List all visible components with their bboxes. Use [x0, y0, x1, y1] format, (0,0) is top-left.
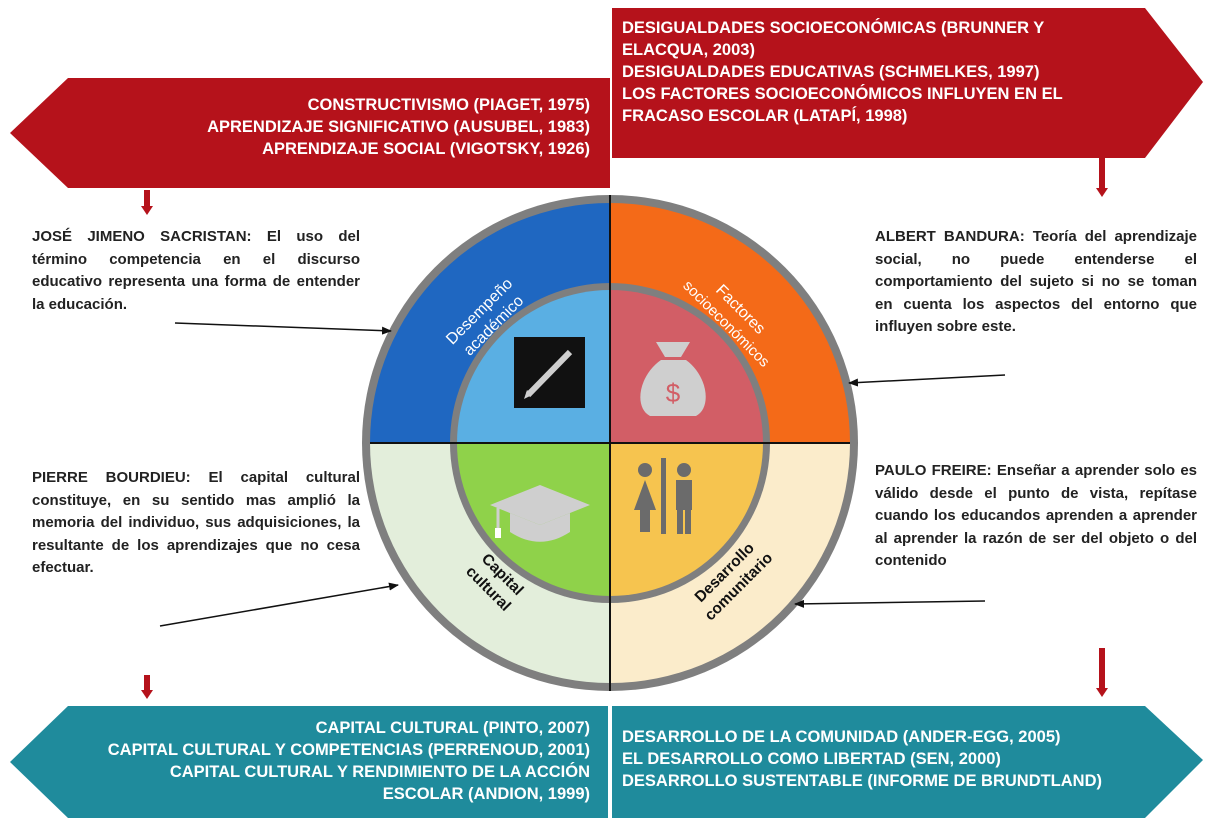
quote-bottom-right: PAULO FREIRE: Enseñar a aprender solo es… — [875, 460, 1197, 573]
central-wheel — [362, 195, 858, 691]
quote-author: PIERRE BOURDIEU: — [32, 469, 191, 486]
quote-text: El uso del término competencia en el dis… — [32, 228, 360, 313]
quote-bottom-left: PIERRE BOURDIEU: El capital cultural con… — [32, 467, 360, 580]
banner-line: DESIGUALDADES EDUCATIVAS (SCHMELKES, 199… — [622, 63, 1040, 81]
quote-top-right: ALBERT BANDURA: Teoría del aprendizaje s… — [875, 226, 1197, 339]
quote-text: Teoría del aprendizaje social, no puede … — [875, 228, 1197, 335]
banner-line: CONSTRUCTIVISMO (PIAGET, 1975) — [307, 96, 590, 114]
banner-line: ELACQUA, 2003) — [622, 41, 755, 59]
quote-author: JOSÉ JIMENO SACRISTAN: — [32, 228, 252, 245]
graduation-cap-icon — [490, 485, 590, 542]
quote-text: El capital cultural constituye, en su se… — [32, 469, 361, 576]
banner-line: DESARROLLO DE LA COMUNIDAD (ANDER-EGG, 2… — [622, 728, 1061, 746]
banner-line: CAPITAL CULTURAL (PINTO, 2007) — [315, 719, 590, 737]
pointer-arrow-top-left — [174, 322, 392, 335]
banner-line: CAPITAL CULTURAL Y COMPETENCIAS (PERRENO… — [107, 741, 590, 759]
banner-bottom-left: CAPITAL CULTURAL (PINTO, 2007) CAPITAL C… — [90, 717, 590, 805]
banner-bottom-right: DESARROLLO DE LA COMUNIDAD (ANDER-EGG, 2… — [622, 726, 1152, 792]
quote-text: Enseñar a aprender solo es válido desde … — [875, 462, 1198, 569]
arrow-down-bottom-right — [1096, 648, 1108, 697]
banner-line: FRACASO ESCOLAR (LATAPÍ, 1998) — [622, 107, 908, 125]
banner-top-right-shape — [612, 8, 1203, 158]
banner-top-right: DESIGUALDADES SOCIOECONÓMICAS (BRUNNER Y… — [622, 17, 1142, 127]
pencil-icon — [514, 337, 585, 408]
money-bag-icon — [640, 342, 706, 416]
arrow-down-top-left — [141, 190, 153, 215]
pointer-arrow-top-right — [848, 374, 1006, 387]
arrow-down-top-right — [1096, 158, 1108, 197]
banner-top-left: CONSTRUCTIVISMO (PIAGET, 1975) APRENDIZA… — [150, 94, 590, 160]
banner-bottom-left-shape — [10, 706, 608, 818]
banner-line: APRENDIZAJE SOCIAL (VIGOTSKY, 1926) — [262, 140, 590, 158]
banner-top-left-shape — [10, 78, 610, 188]
quote-author: ALBERT BANDURA: — [875, 228, 1025, 245]
banner-line: APRENDIZAJE SIGNIFICATIVO (AUSUBEL, 1983… — [207, 118, 590, 136]
banner-line: EL DESARROLLO COMO LIBERTAD (SEN, 2000) — [622, 750, 1001, 768]
banner-line: CAPITAL CULTURAL Y RENDIMIENTO DE LA ACC… — [169, 763, 590, 781]
pointer-arrow-bottom-left — [159, 582, 399, 627]
banner-line: LOS FACTORES SOCIOECONÓMICOS INFLUYEN EN… — [622, 85, 1063, 103]
banner-line: DESARROLLO SUSTENTABLE (INFORME DE BRUND… — [622, 772, 1103, 790]
people-icon — [634, 458, 692, 534]
banner-bottom-right-shape — [612, 706, 1203, 818]
quote-author: PAULO FREIRE: — [875, 462, 992, 479]
arrow-down-bottom-left — [141, 675, 153, 699]
quote-top-left: JOSÉ JIMENO SACRISTAN: El uso del términ… — [32, 226, 360, 316]
dollar-symbol: $ — [666, 378, 681, 408]
banner-line: DESIGUALDADES SOCIOECONÓMICAS (BRUNNER Y — [622, 19, 1045, 37]
pointer-arrow-bottom-right — [794, 599, 986, 608]
banner-line: ESCOLAR (ANDION, 1999) — [382, 785, 590, 803]
